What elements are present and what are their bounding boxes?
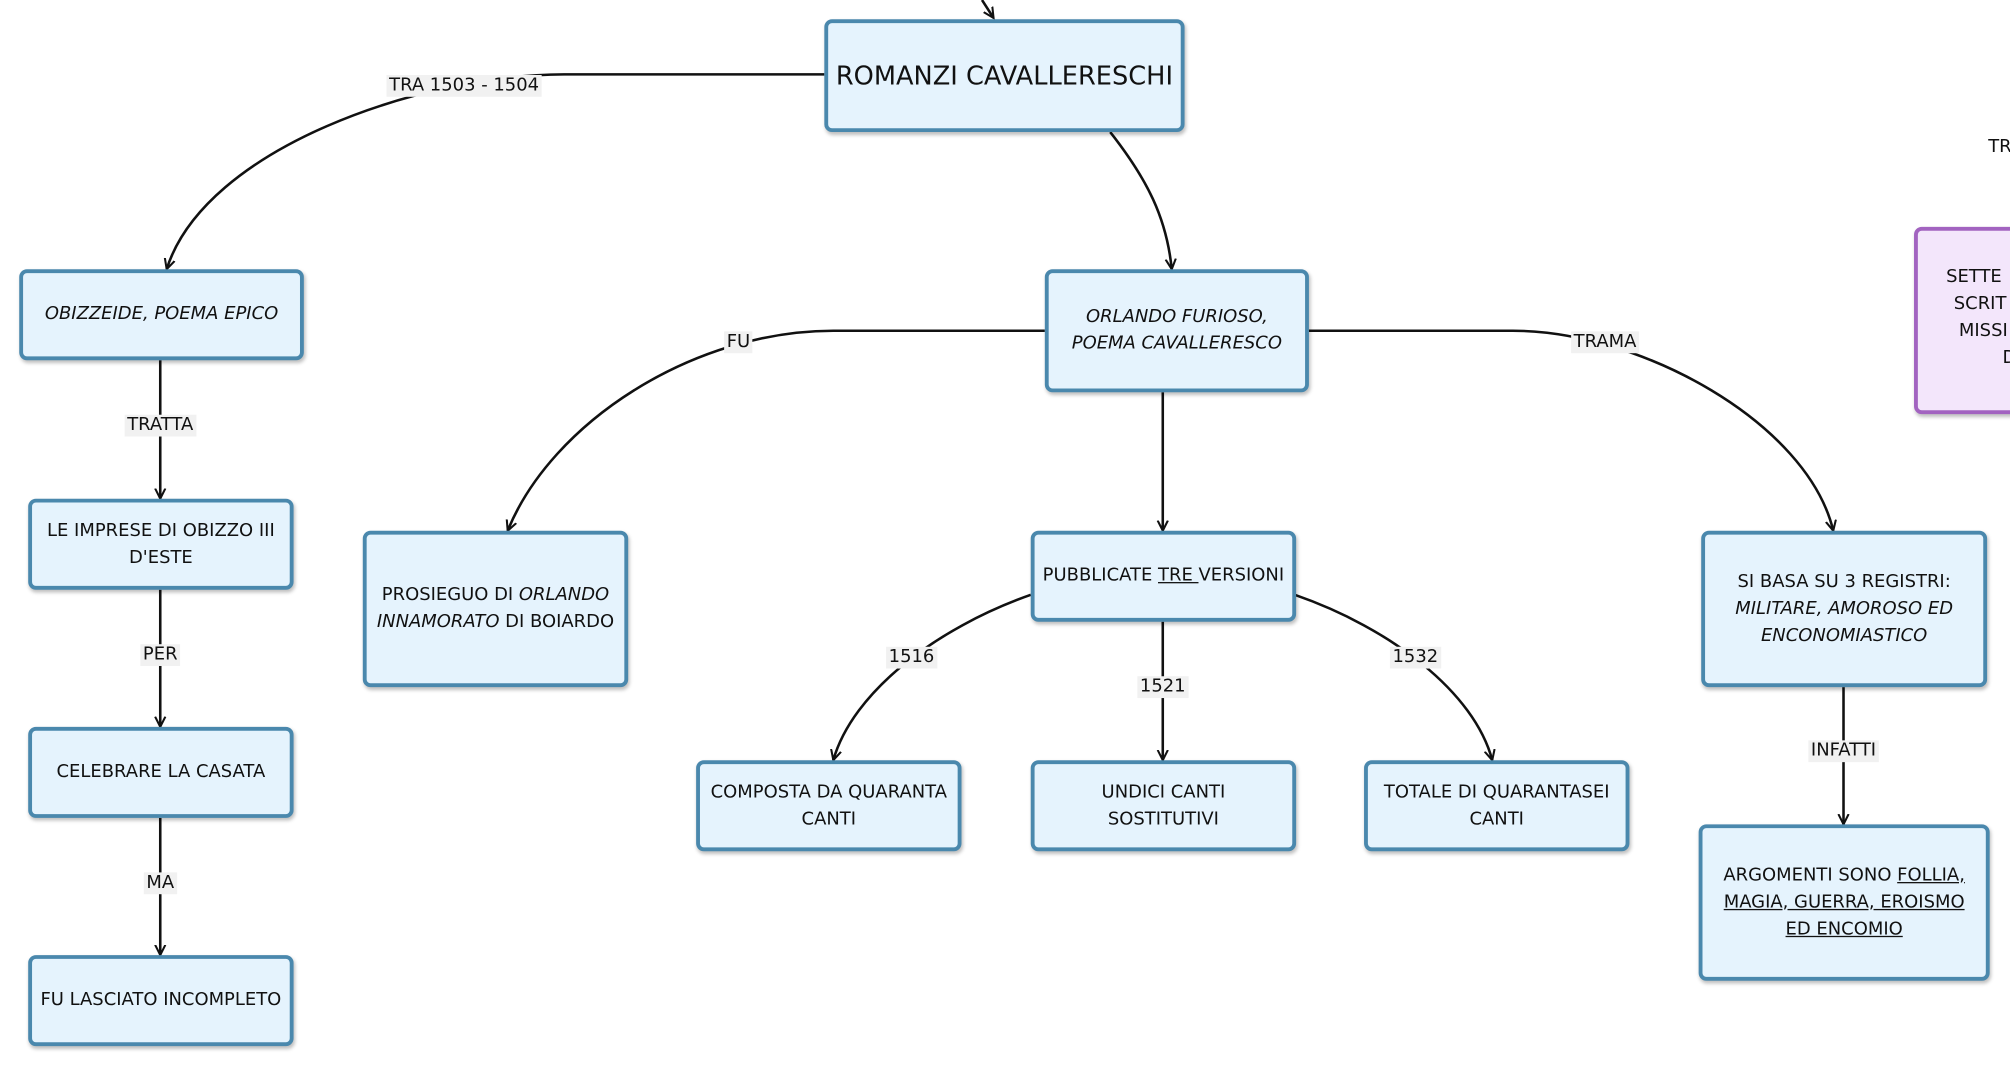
edge-label-1516: 1516 bbox=[886, 646, 937, 669]
node-label: ARGOMENTI SONO FOLLIA, MAGIA, GUERRA, ER… bbox=[1710, 862, 1978, 943]
node-label-part: TRE bbox=[1158, 565, 1199, 586]
node-totale-quarantasei[interactable]: TOTALE DI QUARANTASEI CANTI bbox=[1364, 760, 1630, 852]
node-argomenti[interactable]: ARGOMENTI SONO FOLLIA, MAGIA, GUERRA, ER… bbox=[1698, 824, 1990, 981]
node-label-part: ARGOMENTI SONO bbox=[1723, 864, 1898, 886]
edge-label-fu: FU bbox=[724, 331, 753, 354]
edge-label-ma: MA bbox=[143, 872, 177, 895]
node-label: FU LASCIATO INCOMPLETO bbox=[40, 989, 282, 1011]
node-lasciato-incompleto[interactable]: FU LASCIATO INCOMPLETO bbox=[28, 955, 294, 1047]
node-label-part: FOLLIA, MAGIA, GUERRA, EROISMO ED ENCOMI… bbox=[1723, 864, 1965, 940]
edge-label-partial-tr: TR bbox=[1988, 136, 2010, 158]
node-label-line2: MILITARE, AMOROSO ED ENCONOMIASTICO bbox=[1735, 598, 1954, 646]
edge-romanzi-orlando bbox=[1109, 131, 1172, 269]
node-label-line1: ORLANDO FURIOSO, bbox=[1085, 306, 1268, 327]
node-label: ROMANZI CAVALLERESCHI bbox=[835, 59, 1174, 91]
node-label-part: DI BOIARDO bbox=[499, 611, 615, 633]
node-label: LE IMPRESE DI OBIZZO III D'ESTE bbox=[47, 519, 275, 568]
node-label: CELEBRARE LA CASATA bbox=[56, 761, 266, 783]
node-prosieguo[interactable]: PROSIEGUO DI ORLANDO INNAMORATO DI BOIAR… bbox=[362, 530, 629, 688]
node-composta-quaranta[interactable]: COMPOSTA DA QUARANTA CANTI bbox=[696, 760, 962, 852]
edge-label-1532: 1532 bbox=[1389, 646, 1441, 669]
edge-orlando-registri bbox=[1308, 329, 1833, 531]
edge-label-tratta: TRATTA bbox=[124, 414, 196, 437]
edge-orlando-prosieguo bbox=[508, 329, 1045, 531]
node-label-line2: SCRIT bbox=[1953, 293, 2007, 315]
edge-top-incoming bbox=[980, 0, 994, 18]
node-celebrare-casata[interactable]: CELEBRARE LA CASATA bbox=[28, 726, 294, 818]
node-label-line2: POEMA CAVALLERESCO bbox=[1071, 333, 1282, 354]
edge-pubblicate-totale bbox=[1294, 593, 1492, 760]
node-obizzeide[interactable]: OBIZZEIDE, POEMA EPICO bbox=[19, 269, 304, 361]
node-registri[interactable]: SI BASA SU 3 REGISTRI: MILITARE, AMOROSO… bbox=[1701, 530, 1988, 688]
edge-romanzi-obizzeide bbox=[167, 73, 825, 269]
node-orlando-furioso[interactable]: ORLANDO FURIOSO, POEMA CAVALLERESCO bbox=[1044, 269, 1309, 393]
node-label-line1: SETTE bbox=[1946, 266, 2002, 288]
node-label-part: PROSIEGUO DI bbox=[381, 584, 519, 606]
node-label: TOTALE DI QUARANTASEI CANTI bbox=[1383, 781, 1610, 829]
node-label-line4: D bbox=[1946, 345, 2010, 372]
node-label: OBIZZEIDE, POEMA EPICO bbox=[44, 303, 279, 325]
node-label-part: ORLANDO INNAMORATO bbox=[376, 584, 610, 633]
node-label-line3: MISSI bbox=[1958, 320, 2008, 342]
node-partial-offscreen[interactable]: SETTE SCRIT MISSI D bbox=[1914, 226, 2010, 415]
node-imprese-obizzo[interactable]: LE IMPRESE DI OBIZZO III D'ESTE bbox=[28, 498, 294, 590]
node-pubblicate-versioni[interactable]: PUBBLICATE TRE VERSIONI bbox=[1030, 530, 1297, 622]
edge-label-per: PER bbox=[140, 644, 181, 666]
edge-label-trama: TRAMA bbox=[1571, 331, 1640, 354]
edge-label-infatti: INFATTI bbox=[1808, 740, 1879, 763]
edge-label-1521: 1521 bbox=[1137, 676, 1189, 699]
node-label: UNDICI CANTI SOSTITUTIVI bbox=[1101, 781, 1226, 829]
node-label: PUBBLICATE TRE VERSIONI bbox=[1043, 563, 1284, 590]
node-label-part: PUBBLICATE bbox=[1042, 565, 1159, 586]
edge-label-tra: TRA 1503 - 1504 bbox=[386, 74, 542, 97]
node-label-line1: SI BASA SU 3 REGISTRI: bbox=[1737, 571, 1951, 592]
node-label: PROSIEGUO DI ORLANDO INNAMORATO DI BOIAR… bbox=[374, 582, 616, 636]
edge-pubblicate-composta bbox=[833, 593, 1032, 760]
node-undici-canti[interactable]: UNDICI CANTI SOSTITUTIVI bbox=[1030, 760, 1297, 852]
node-romanzi-cavallereschi[interactable]: ROMANZI CAVALLERESCHI bbox=[824, 19, 1185, 133]
node-label-part: VERSIONI bbox=[1198, 565, 1285, 586]
node-label: COMPOSTA DA QUARANTA CANTI bbox=[710, 781, 947, 829]
